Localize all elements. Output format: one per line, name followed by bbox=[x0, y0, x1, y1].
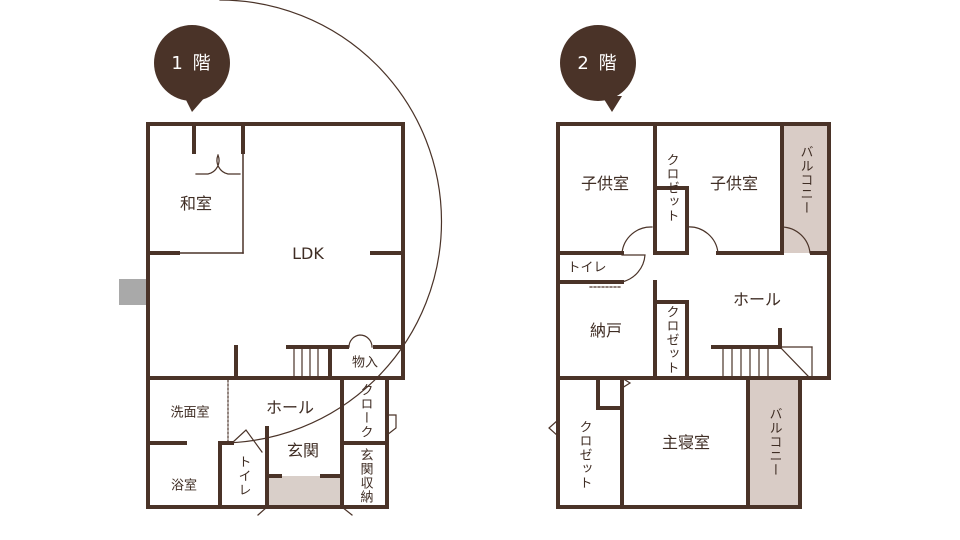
room-storage: 物入 bbox=[351, 355, 379, 371]
floor1-badge-shape bbox=[154, 25, 230, 112]
room-hall-1f: ホール bbox=[265, 398, 315, 417]
room-hall-2f: ホール bbox=[732, 290, 782, 309]
room-cloak: クローク bbox=[357, 383, 373, 439]
floor1-badge: 1 階 bbox=[171, 53, 213, 74]
floor2-badge: 2 階 bbox=[577, 53, 619, 74]
room-child1: 子供室 bbox=[580, 174, 630, 193]
room-nando: 納戸 bbox=[589, 321, 623, 340]
room-ldk: LDK bbox=[292, 244, 324, 263]
room-bath: 浴室 bbox=[170, 478, 198, 494]
room-balcony1: バルコニー bbox=[797, 145, 813, 215]
room-closet1: クロゼット bbox=[663, 153, 679, 223]
room-washitsu: 和室 bbox=[179, 194, 213, 213]
entrance-floor bbox=[268, 476, 340, 507]
room-closet2: クロゼット bbox=[663, 305, 679, 375]
balcony2-fill bbox=[748, 378, 800, 507]
room-balcony2: バルコニー bbox=[766, 407, 782, 477]
floor2-badge-shape bbox=[560, 25, 636, 112]
floor2-walls bbox=[556, 122, 831, 509]
balcony1-fill bbox=[782, 124, 829, 253]
floor1-walls bbox=[119, 122, 405, 509]
room-closet3: クロゼット bbox=[576, 420, 592, 490]
floor1-details bbox=[195, 0, 443, 516]
room-genkan: 玄関 bbox=[286, 441, 320, 460]
room-toilet-2f: トイレ bbox=[567, 260, 607, 276]
exterior-unit bbox=[119, 279, 147, 305]
room-child2: 子供室 bbox=[709, 174, 759, 193]
room-toilet-1f: トイレ bbox=[235, 455, 251, 497]
floor2-details bbox=[548, 226, 813, 437]
room-genkan-storage: 玄関収納 bbox=[357, 448, 373, 504]
room-master-bedroom: 主寝室 bbox=[661, 433, 711, 452]
room-washroom: 洗面室 bbox=[170, 405, 210, 421]
